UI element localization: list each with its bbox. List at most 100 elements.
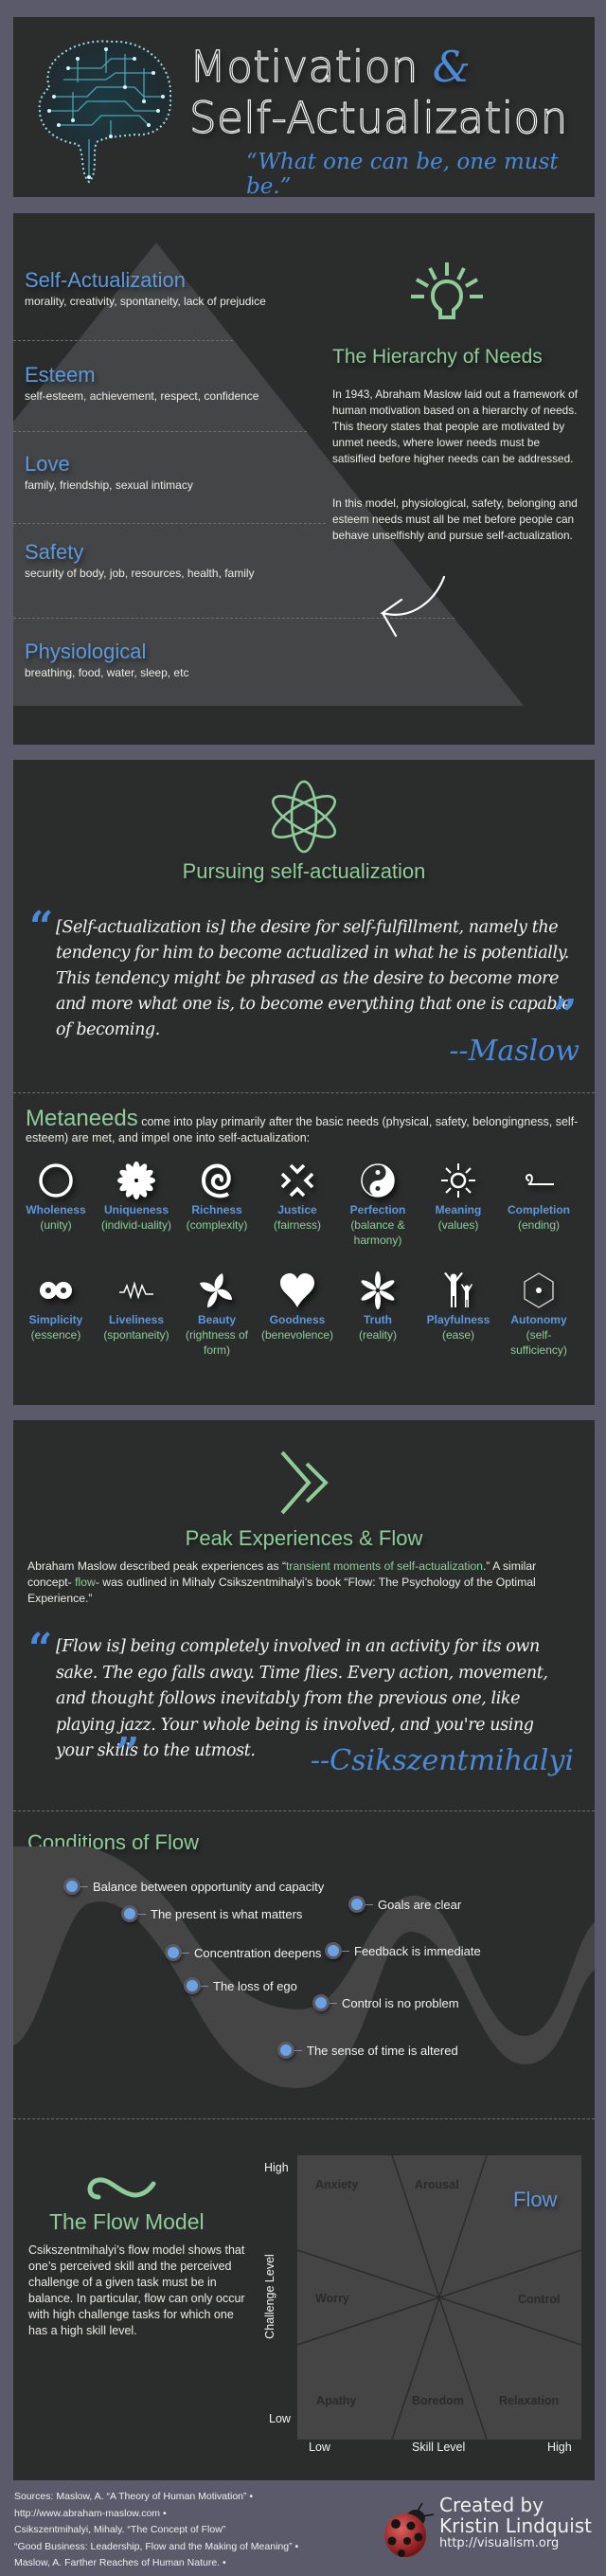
flow-highlight: flow	[75, 1576, 96, 1589]
credit-author: Kristin Lindquist	[439, 2514, 593, 2537]
circle-icon	[15, 1159, 97, 1202]
zone-anxiety: Anxiety	[315, 2178, 359, 2191]
source-line: Csikszentmihalyi, Mihaly. “The Concept o…	[14, 2524, 226, 2535]
metaneed-perfection: Perfection (balance & harmony)	[337, 1159, 419, 1248]
source-link[interactable]: http://www.abraham-maslow.com •	[14, 2507, 167, 2519]
condition-item: Feedback is immediate	[325, 1942, 481, 1959]
flow-panel: Peak Experiences & Flow Abraham Maslow d…	[13, 1420, 595, 2480]
lightbulb-icon	[411, 262, 483, 319]
condition-label: Concentration deepens	[194, 1945, 322, 1960]
need-name: Justice	[277, 1203, 317, 1216]
divider	[13, 340, 233, 341]
need-name: Meaning	[435, 1203, 482, 1216]
people-icon	[418, 1269, 499, 1312]
circuit-brain-icon	[38, 40, 172, 184]
need-name: Truth	[364, 1313, 392, 1326]
metaneed-autonomy: Autonomy (self-sufficiency)	[498, 1269, 579, 1358]
pyramid-shape	[13, 243, 524, 706]
credit-line-1: Created by	[439, 2494, 544, 2516]
need-sub: (ease)	[441, 1328, 474, 1342]
level-physiological: Physiological breathing, food, water, sl…	[25, 639, 188, 679]
bullet-dot	[184, 1977, 201, 1994]
divider	[13, 618, 454, 619]
x-axis-low: Low	[309, 2441, 330, 2454]
x-axis-high: High	[547, 2441, 572, 2454]
maslow-quote: [Self-actualization is] the desire for s…	[56, 918, 572, 1039]
divider	[13, 523, 326, 524]
need-name: Beauty	[197, 1313, 236, 1326]
tilde-swirl-icon	[87, 2177, 156, 2200]
title-line-2: Self-Actualization	[188, 92, 568, 143]
level-safety: Safety security of body, job, resources,…	[25, 540, 255, 580]
divider	[13, 2118, 595, 2119]
need-sub: (benevolence)	[260, 1328, 334, 1342]
hexagon-dot-icon	[498, 1269, 579, 1312]
metaneeds-intro: Metaneeds come into play primarily after…	[26, 1108, 584, 1146]
metaneeds-word: Metaneeds	[26, 1106, 138, 1131]
metaneed-beauty: Beauty (rightness of form)	[176, 1269, 258, 1358]
y-axis-low: Low	[269, 2412, 291, 2425]
curl-line-icon	[498, 1159, 579, 1202]
metaneed-justice: Justice (fairness)	[257, 1159, 338, 1233]
level-name: Self-Actualization	[25, 268, 186, 292]
need-name: Liveliness	[108, 1313, 165, 1326]
metaneed-liveliness: Liveliness (spontaneity)	[96, 1269, 177, 1342]
need-sub: (reality)	[358, 1328, 397, 1342]
condition-label: Balance between opportunity and capacity	[93, 1879, 325, 1894]
metaneed-playfulness: Playfulness (ease)	[418, 1269, 499, 1342]
bullet-dot	[121, 1905, 138, 1922]
atom-icon	[272, 780, 336, 854]
level-esteem: Esteem self-esteem, achievement, respect…	[25, 363, 258, 403]
hierarchy-title: The Hierarchy of Needs	[332, 346, 543, 368]
flow-model-title: The Flow Model	[49, 2209, 205, 2234]
need-sub: (values)	[437, 1218, 479, 1232]
metaneed-goodness: Goodness (benevolence)	[257, 1269, 338, 1342]
bullet-dot	[348, 1896, 365, 1913]
need-sub: (rightness of form)	[185, 1328, 249, 1357]
zone-apathy: Apathy	[316, 2394, 357, 2407]
flow-intro-text: - was outlined in Mihaly Csikszentmihaly…	[27, 1576, 536, 1605]
heart-icon	[257, 1269, 338, 1312]
metaneed-richness: Richness (complexity)	[176, 1159, 258, 1233]
ladybug-icon	[384, 2502, 435, 2557]
bullet-dot	[165, 1944, 182, 1961]
hierarchy-para-1: In 1943, Abraham Maslow laid out a frame…	[332, 387, 579, 465]
condition-label: The loss of ego	[213, 1978, 297, 1993]
flow-intro-text: .” A similar concept-	[27, 1559, 537, 1589]
need-sub: (fairness)	[273, 1218, 321, 1232]
level-name: Safety	[25, 540, 84, 564]
level-desc: self-esteem, achievement, respect, confi…	[25, 389, 259, 403]
condition-item: Control is no problem	[312, 1994, 459, 2011]
condition-label: Control is no problem	[342, 1995, 459, 2010]
metaneed-uniqueness: Uniqueness (individ-uality)	[96, 1159, 177, 1233]
credit-url-link[interactable]: http://visualism.org	[439, 2536, 560, 2550]
title-line-1: Motivation &	[188, 41, 472, 92]
hierarchy-para-2: In this model, physiological, safety, be…	[332, 496, 578, 542]
condition-item: The sense of time is altered	[277, 2042, 458, 2059]
condition-label: Feedback is immediate	[354, 1943, 481, 1958]
open-quote-icon: “	[29, 903, 54, 951]
need-sub: (ending)	[517, 1218, 561, 1232]
flow-quote: [Flow is] being completely involved in a…	[56, 1637, 548, 1760]
y-axis-high: High	[264, 2161, 289, 2174]
need-name: Goodness	[269, 1313, 326, 1326]
flow-model-body: Csikszentmihalyi’s flow model shows that…	[28, 2243, 245, 2337]
level-desc: security of body, job, resources, health…	[25, 567, 255, 580]
metaneed-completion: Completion (ending)	[498, 1159, 579, 1233]
flow-title: Peak Experiences & Flow	[185, 1526, 423, 1550]
need-sub: (complexity)	[186, 1218, 248, 1232]
spiral-icon	[176, 1159, 258, 1202]
zone-control: Control	[518, 2293, 561, 2306]
level-name: Esteem	[25, 363, 96, 387]
zone-flow: Flow	[513, 2188, 558, 2211]
divider	[13, 431, 307, 432]
need-name: Playfulness	[426, 1313, 490, 1326]
infinity-icon	[15, 1269, 97, 1312]
open-quote-icon: “	[28, 1625, 53, 1673]
level-desc: morality, creativity, spontaneity, lack …	[25, 295, 266, 308]
zone-worry: Worry	[315, 2292, 349, 2305]
need-sub: (essence)	[30, 1328, 81, 1342]
need-sub: (spontaneity)	[103, 1328, 169, 1342]
flower-icon	[96, 1159, 177, 1202]
source-line: Sources: Maslow, A. “A Theory of Human M…	[14, 2491, 254, 2502]
